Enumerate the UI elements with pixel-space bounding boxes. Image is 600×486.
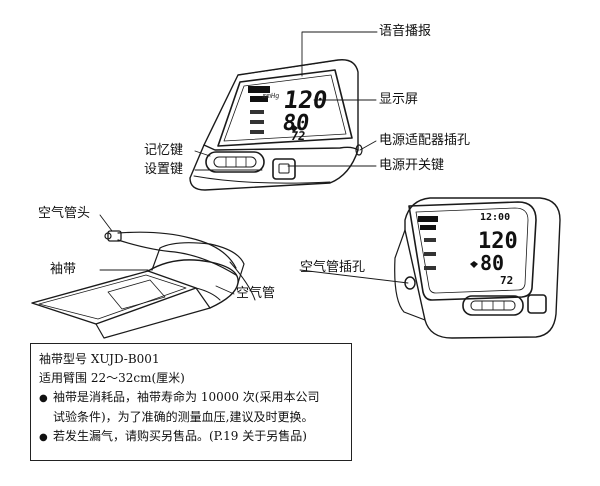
- cuff-model: 袖带型号 XUJD-B001: [39, 352, 160, 366]
- bullet-icon: ●: [39, 432, 48, 443]
- power-adapter-jack-icon: [355, 144, 363, 156]
- lcd-bezel-side: [408, 201, 537, 301]
- lcd-top-sys: 120: [282, 86, 329, 114]
- svg-text:mmHg: mmHg: [262, 91, 280, 100]
- label-voice-announce: 语音播报: [379, 24, 432, 39]
- label-power-switch: 电源开关键: [379, 158, 445, 173]
- cuff-illustration: [31, 242, 245, 339]
- lcd-side-dia: 80: [480, 251, 504, 275]
- lcd-side-content: 12:00 120 80 72: [418, 212, 518, 287]
- label-air-tube-jack: 空气管插孔: [300, 260, 366, 275]
- lcd-top-pulse: 72: [290, 129, 306, 143]
- note-bullet: ● 若发生漏气，请购买另售品。(P.19 关于另售品): [39, 427, 343, 447]
- bullet-icon: ●: [39, 393, 48, 404]
- label-settings-key: 设置键: [144, 162, 184, 177]
- lcd-top-content: 120 80 72 mmHg: [248, 86, 329, 143]
- lcd-side-time: 12:00: [480, 212, 510, 223]
- lcd-side-pulse: 72: [500, 274, 513, 287]
- memory-settings-button[interactable]: [205, 151, 265, 173]
- label-display: 显示屏: [379, 92, 419, 107]
- air-tube-connector-icon: [104, 230, 122, 242]
- air-tube: [117, 231, 256, 301]
- label-power-adapter-jack: 电源适配器插孔: [379, 133, 471, 148]
- cuff-info-box: 袖带型号 XUJD-B001 适用臂围 22～32cm(厘米) ● 袖带是消耗品…: [30, 343, 352, 461]
- lcd-bezel: [217, 69, 353, 147]
- label-cuff: 袖带: [50, 262, 77, 277]
- power-button[interactable]: [272, 158, 296, 180]
- power-button-side[interactable]: [527, 294, 547, 314]
- note-bullet: ● 袖带是消耗品，袖带寿命为 10000 次(采用本公司: [39, 388, 343, 408]
- label-air-tube-connector: 空气管头: [38, 206, 91, 221]
- monitor-side: [394, 197, 561, 339]
- cuff-range: 适用臂围 22～32cm(厘米): [39, 371, 185, 385]
- lcd-side-sys: 120: [478, 229, 518, 254]
- label-memory-key: 记忆键: [144, 143, 184, 158]
- lcd-top-dia: 80: [281, 110, 311, 136]
- memory-settings-button-side[interactable]: [462, 295, 524, 316]
- monitor-top: [189, 59, 359, 191]
- label-air-tube: 空气管: [236, 286, 276, 301]
- note-bullet-cont: 试验条件)，为了准确的测量血压,建议及时更换。: [53, 410, 314, 424]
